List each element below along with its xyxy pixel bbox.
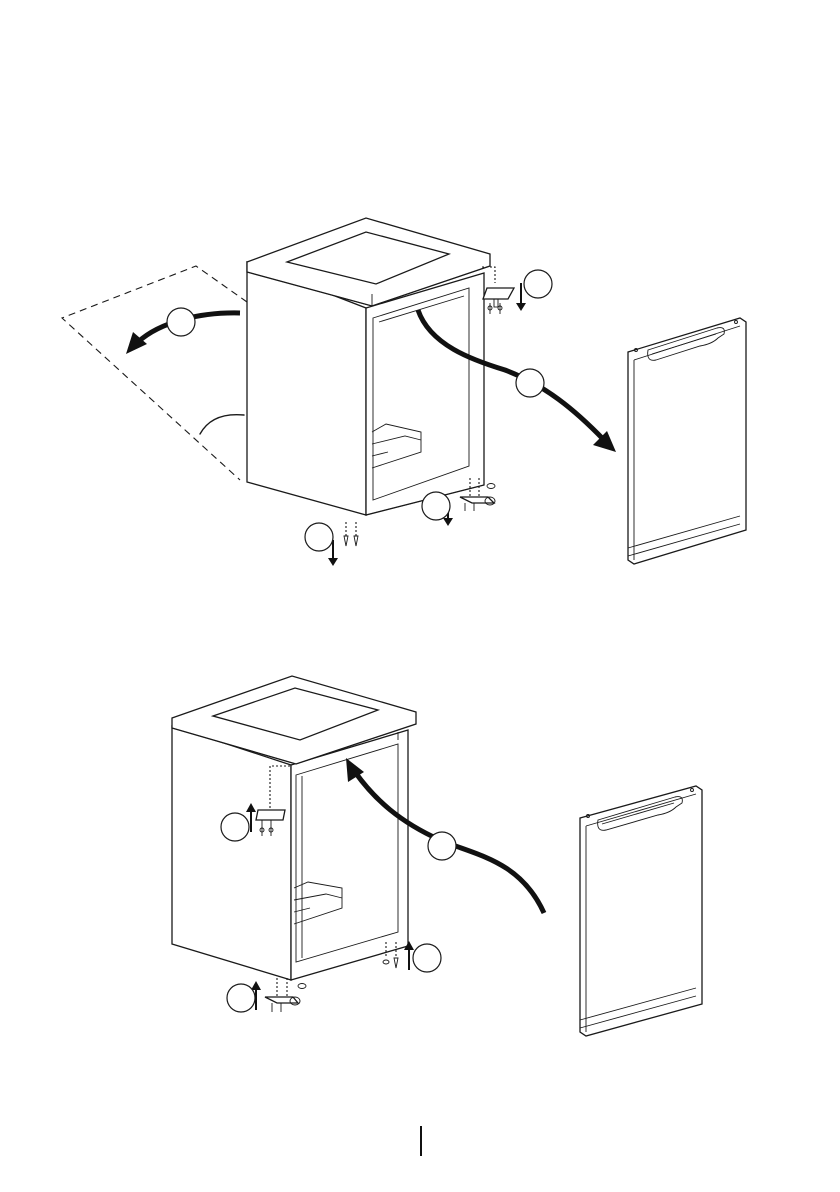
rotation-ghost-outline	[62, 266, 247, 480]
lower-hinge-installed	[251, 978, 306, 1012]
page-number-marker	[420, 1126, 422, 1156]
step-badge-upper-hinge	[524, 270, 552, 298]
step-badge-right-pin	[413, 944, 441, 972]
step-badge-lower-hinge	[422, 492, 450, 520]
front-pin-screws	[328, 522, 358, 566]
step-badge-front-pin	[305, 523, 333, 551]
step-badge-lower-hinge-install	[227, 984, 255, 1012]
step-badge-upper-hinge-install	[221, 813, 249, 841]
step-badge-rotate	[167, 308, 195, 336]
removed-door	[628, 318, 746, 564]
door-to-install	[580, 786, 702, 1036]
bottom-figure	[172, 676, 702, 1036]
step-badge-install-door	[428, 832, 456, 860]
upper-hinge	[482, 267, 526, 314]
cabinet-body-reversed	[172, 676, 416, 980]
cabinet-body	[247, 218, 490, 515]
top-figure	[62, 218, 746, 566]
step-badge-remove-door	[516, 369, 544, 397]
